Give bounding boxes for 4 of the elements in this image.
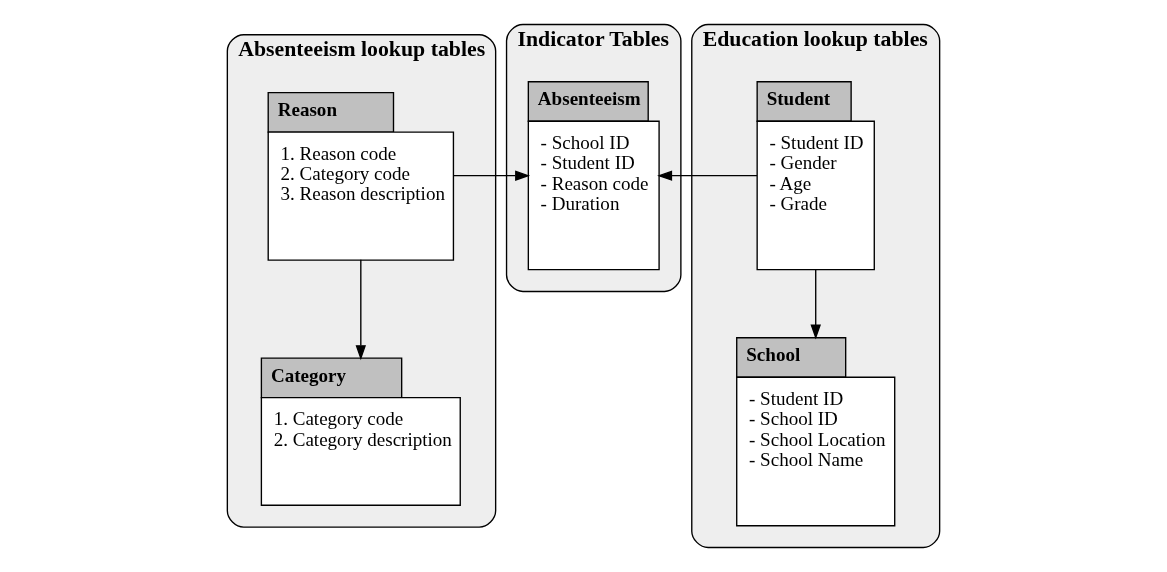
- arrow: [355, 258, 367, 361]
- arrow: [657, 170, 758, 181]
- arrow: [810, 269, 821, 340]
- arrow: [452, 170, 531, 181]
